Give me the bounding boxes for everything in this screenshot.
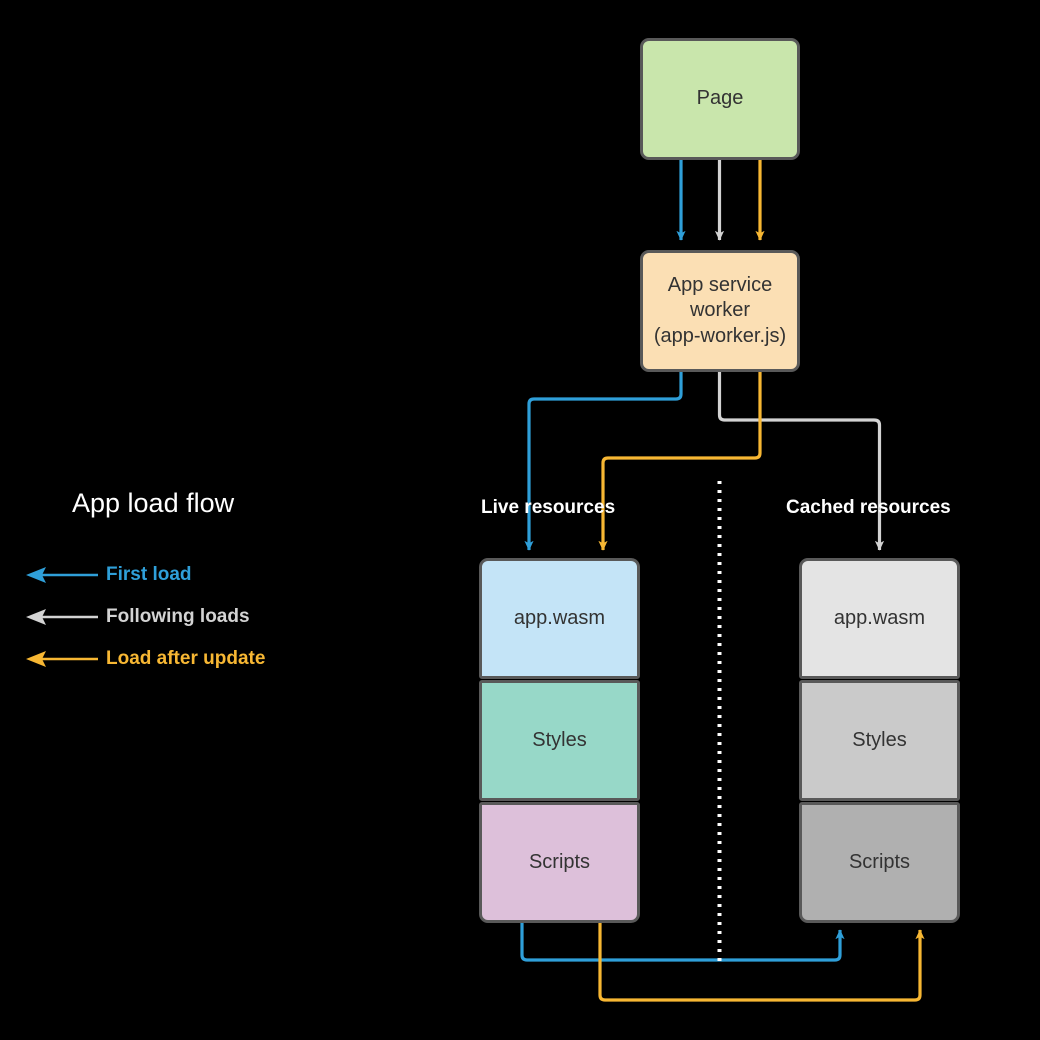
load-after-update-label: Load after update	[106, 648, 266, 669]
live-resource-styles[interactable]: Styles	[479, 680, 640, 801]
edge-live-to-cached-load-after-update	[598, 922, 925, 1002]
cached-resource-app-wasm[interactable]: app.wasm	[799, 558, 960, 679]
edge-worker-to-cached-following-loads	[717, 372, 885, 551]
service-worker-label-line1: App service	[667, 273, 773, 296]
live-resource-styles-label: Styles	[532, 728, 587, 751]
first-load-label: First load	[106, 564, 192, 585]
live-resource-scripts[interactable]: Scripts	[479, 802, 640, 923]
service-worker-label-line2: worker	[689, 299, 750, 322]
legend-entry-load-after-update: Load after update	[26, 646, 265, 672]
cached-resource-scripts[interactable]: Scripts	[799, 802, 960, 923]
cached-resource-scripts-label: Scripts	[848, 850, 911, 873]
first-load-arrow-icon	[26, 564, 98, 586]
node-page[interactable]: Page	[640, 38, 800, 160]
node-service-worker[interactable]: App service worker (app-worker.js)	[640, 250, 800, 372]
edge-live-to-cached-first-load	[520, 922, 845, 962]
edge-worker-to-live-load-after-update	[598, 372, 762, 551]
legend-entry-first-load: First load	[26, 562, 192, 588]
cached-resource-styles-label: Styles	[852, 728, 907, 751]
service-worker-label-line3: (app-worker.js)	[653, 324, 787, 347]
column-label-cached-resources: Cached resources	[786, 497, 951, 518]
cached-resource-styles[interactable]: Styles	[799, 680, 960, 801]
legend-entry-following-loads: Following loads	[26, 604, 250, 630]
cached-resource-app-wasm-label: app.wasm	[833, 606, 926, 629]
load-after-update-arrow-icon	[26, 648, 98, 670]
live-resource-app-wasm[interactable]: app.wasm	[479, 558, 640, 679]
live-resource-scripts-label: Scripts	[528, 850, 591, 873]
following-loads-arrow-icon	[26, 606, 98, 628]
edge-worker-to-live-first-load	[524, 372, 683, 551]
node-page-label: Page	[696, 87, 744, 110]
column-label-live-resources: Live resources	[481, 497, 616, 518]
live-resource-app-wasm-label: app.wasm	[513, 606, 606, 629]
legend-title: App load flow	[72, 488, 235, 518]
following-loads-label: Following loads	[106, 606, 250, 627]
